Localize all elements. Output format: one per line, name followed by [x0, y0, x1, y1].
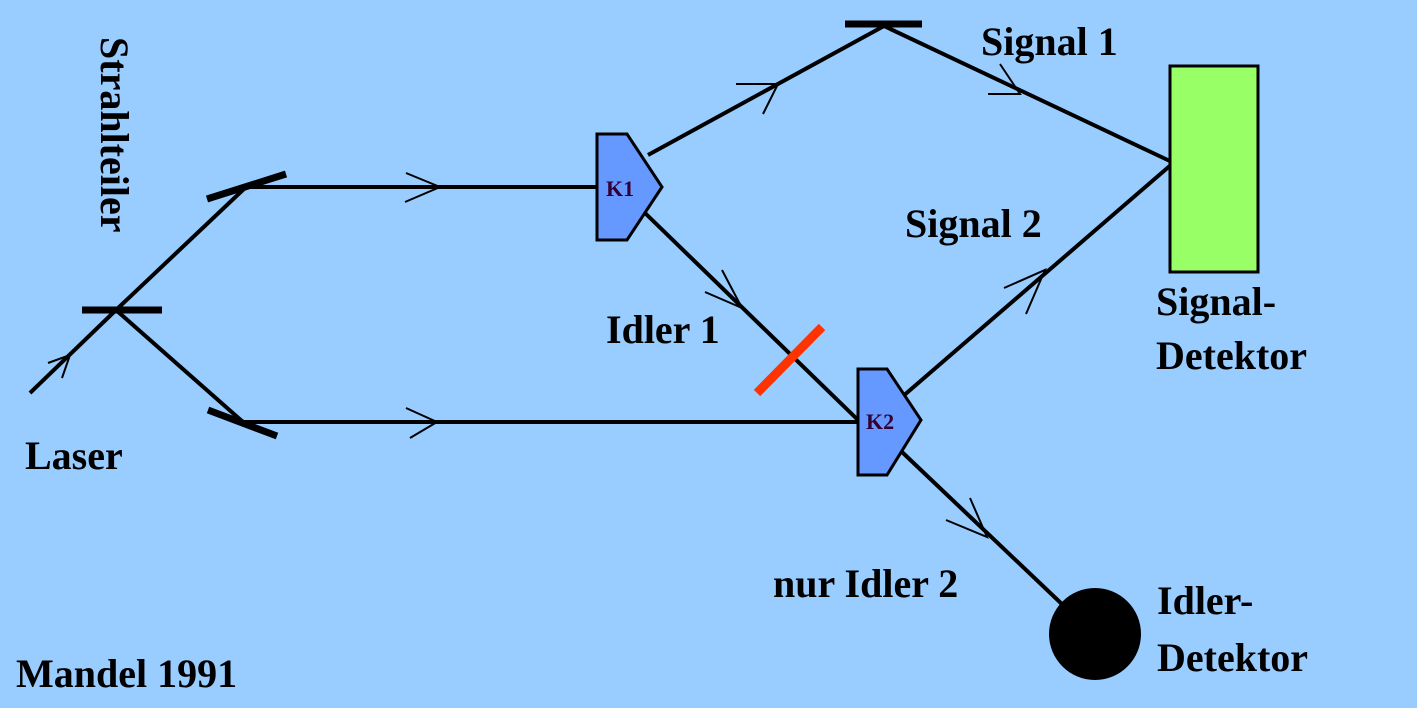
laser-beam — [28, 308, 118, 395]
mirror-lower — [206, 406, 279, 440]
arrow-idler-2 — [945, 497, 989, 539]
arrow-signal-1-up — [736, 83, 780, 115]
signal-detector — [1168, 64, 1260, 274]
crystal-k2: K2 — [856, 367, 923, 477]
signal-detector-label-line2: Detektor — [1156, 333, 1307, 378]
credit-label: Mandel 1991 — [16, 651, 237, 696]
beam-splitter-label: Strahlteiler — [92, 37, 137, 233]
arrow-upper — [404, 172, 443, 203]
signal-1-beam-up — [647, 24, 885, 157]
signal-2-label: Signal 2 — [905, 201, 1042, 246]
idler-1-beam — [643, 211, 860, 422]
arrow-signal-2 — [1003, 268, 1047, 315]
idler-1-label: Idler 1 — [606, 307, 720, 352]
laser-label: Laser — [25, 433, 123, 478]
crystal-k1-label: K1 — [606, 176, 634, 201]
arrow-lower — [405, 407, 440, 439]
arrow-laser — [47, 353, 72, 379]
signal-1-label: Signal 1 — [981, 19, 1118, 64]
idler-detector-label-line1: Idler- — [1157, 578, 1253, 623]
idler-2-label: nur Idler 2 — [773, 561, 958, 606]
mirror-upper — [205, 170, 288, 203]
idler-detector-label-line2: Detektor — [1157, 635, 1308, 680]
beam-upper-diagonal — [114, 185, 248, 312]
signal-detector-label-line1: Signal- — [1156, 279, 1276, 324]
idler-1-blocker — [753, 323, 826, 397]
beam-lower-diagonal — [114, 308, 245, 424]
signal-2-beam — [900, 162, 1174, 399]
idler-detector — [1049, 588, 1141, 680]
arrow-signal-1-down — [988, 63, 1022, 95]
arrow-idler-1 — [704, 269, 745, 311]
signal-1-beam-down — [883, 24, 1173, 164]
crystal-k1: K1 — [595, 132, 664, 242]
crystal-k2-label: K2 — [866, 409, 894, 434]
